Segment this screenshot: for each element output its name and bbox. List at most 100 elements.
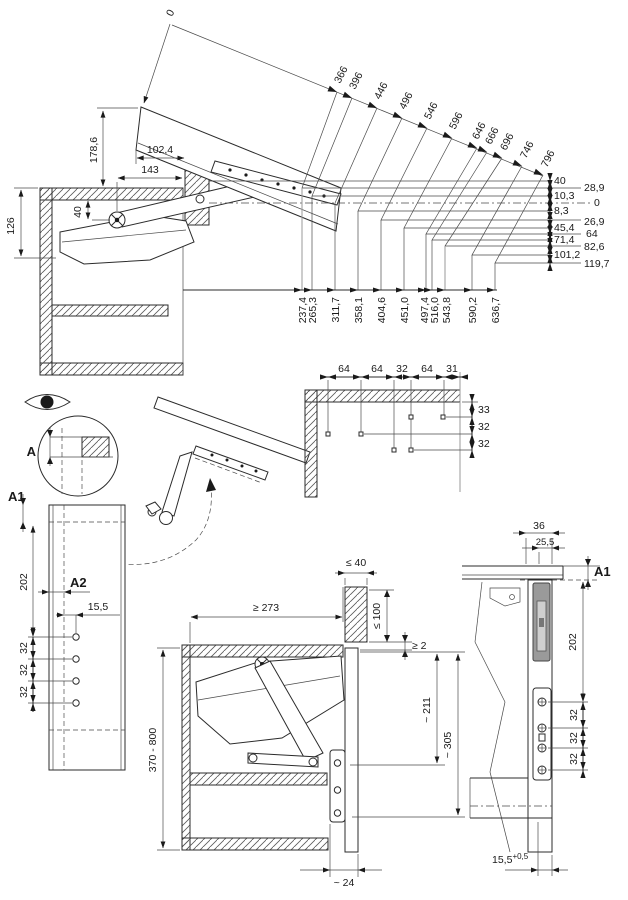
drilling-pattern-view: 64 64 32 64 31 33 32 32 [304,363,490,498]
flap-length-label: 546 [422,100,441,121]
distance-label: 237,4 [297,297,309,323]
door-a1-label: A1 [594,564,611,579]
flap-length-label: 696 [498,131,517,152]
distance-label: 516,0 [429,297,441,323]
front-panel-plate [329,749,346,823]
flap-length-label: 396 [347,70,366,91]
height-label: 82,6 [584,241,605,253]
screw-leaders [548,701,588,771]
lift-mechanism-housing-lower [195,655,345,745]
door-255-label: 25,5 [536,537,555,548]
flap-panel-sketch [153,396,311,464]
dim-zero: 0 [164,8,177,19]
panel-a1-label: A1 [8,489,25,504]
distance-label: 358,1 [353,297,365,323]
dim-143: 143 [141,164,159,176]
height-label: 28,9 [584,182,605,194]
panel-32-label: 32 [18,686,30,698]
door-32-label: 32 [568,709,580,721]
distance-label: 497,4 [419,297,431,323]
front-panel-detail: 36 25,5 A1 202 32 32 32 15,5+0,5 [462,520,611,876]
dim-178-6: 178,6 [88,137,100,163]
drill-dim-label: 33 [478,404,490,416]
mounting-screws [537,697,547,775]
cabinet-cross-section: 370 - 800 ≥ 273 ≤ 40 ≤ 100 ≥ 2 ~ 211 ~ 3… [147,557,465,889]
height-label: 8,3 [554,205,569,217]
cab-370-label: 370 - 800 [147,728,159,773]
lift-arm-lower [254,660,324,762]
door-36-label: 36 [533,520,545,532]
side-panel-view: A1 202 32 32 32 A2 15,5 [8,489,126,771]
distance-label: 590,2 [467,297,479,323]
panel-202-label: 202 [18,573,30,591]
distance-ticks [294,287,495,293]
height-label: 26,9 [584,216,605,228]
detail-a-label: A [27,444,37,459]
detail-circle [37,415,119,497]
panel-32-label: 32 [18,642,30,654]
drill-dim-label: 31 [446,363,458,375]
height-label: 0 [594,197,600,209]
upper-wall-block [344,586,368,643]
detail-view-a: A [24,394,119,497]
cab-305-label: ~ 305 [442,732,454,759]
flap-length-label: 446 [372,80,391,101]
height-label: 40 [554,175,566,187]
drill-dim-label: 64 [338,363,350,375]
flap-rail [210,160,342,206]
cab-211-label: ~ 211 [421,697,433,723]
drill-dim-label: 32 [478,421,490,433]
eye-icon [24,394,71,410]
door-32-label: 32 [568,753,580,765]
opening-arrow [206,478,216,492]
height-label: 64 [586,228,598,240]
drill-dim-label: 64 [421,363,433,375]
shelf [189,772,328,786]
arm-sketch [161,451,193,517]
door-32-label: 32 [568,732,580,744]
top-cabinet-side-view [39,106,342,376]
edge-trajectory-lines [209,91,592,290]
panel-holes [72,633,80,707]
front-panel [344,647,359,853]
door-202-label: 202 [567,633,579,651]
cab-273-label: ≥ 273 [253,602,279,614]
cab-100-label: ≤ 100 [371,603,383,629]
cab-40-label: ≤ 40 [346,557,367,569]
cab-2-label: ≥ 2 [412,640,427,652]
flap-length-ticks [327,85,543,175]
distance-label: 636,7 [490,297,502,323]
height-label: 101,2 [554,249,580,261]
dim-126: 126 [5,217,17,235]
height-label: 10,3 [554,190,575,202]
height-label: 119,7 [584,258,610,270]
drill-holes [325,414,446,453]
panel-hole-leaders [28,636,72,704]
distance-label: 311,7 [330,297,342,323]
flap-length-label: 596 [447,110,466,131]
flap-length-label: 746 [518,139,537,160]
opening-arc [96,486,212,565]
drill-dim-label: 32 [478,438,490,450]
door-155-label: 15,5+0,5 [492,852,529,866]
dim-40-inner: 40 [72,206,84,218]
distance-label: 404,6 [376,297,388,323]
panel-32-label: 32 [18,664,30,676]
panel-a2-label: A2 [70,575,87,590]
drill-dim-label: 32 [396,363,408,375]
cab-24-label: ~ 24 [334,877,355,889]
flap-length-label: 796 [539,148,558,169]
flap-opening-sketch [96,396,311,565]
distance-label: 265,3 [307,297,319,323]
top-dimensions: 0 178,6 102,4 143 126 40 366 396 446 496… [5,8,610,324]
height-label: 45,4 [554,222,575,234]
distance-label: 543,8 [441,297,453,323]
distance-label: 451,0 [399,297,411,323]
flap-length-label: 496 [397,90,416,111]
dim-102-4: 102,4 [147,144,173,156]
flap-rail-sketch [192,445,269,481]
pivot-point [108,211,126,229]
height-label: 71,4 [554,234,575,246]
